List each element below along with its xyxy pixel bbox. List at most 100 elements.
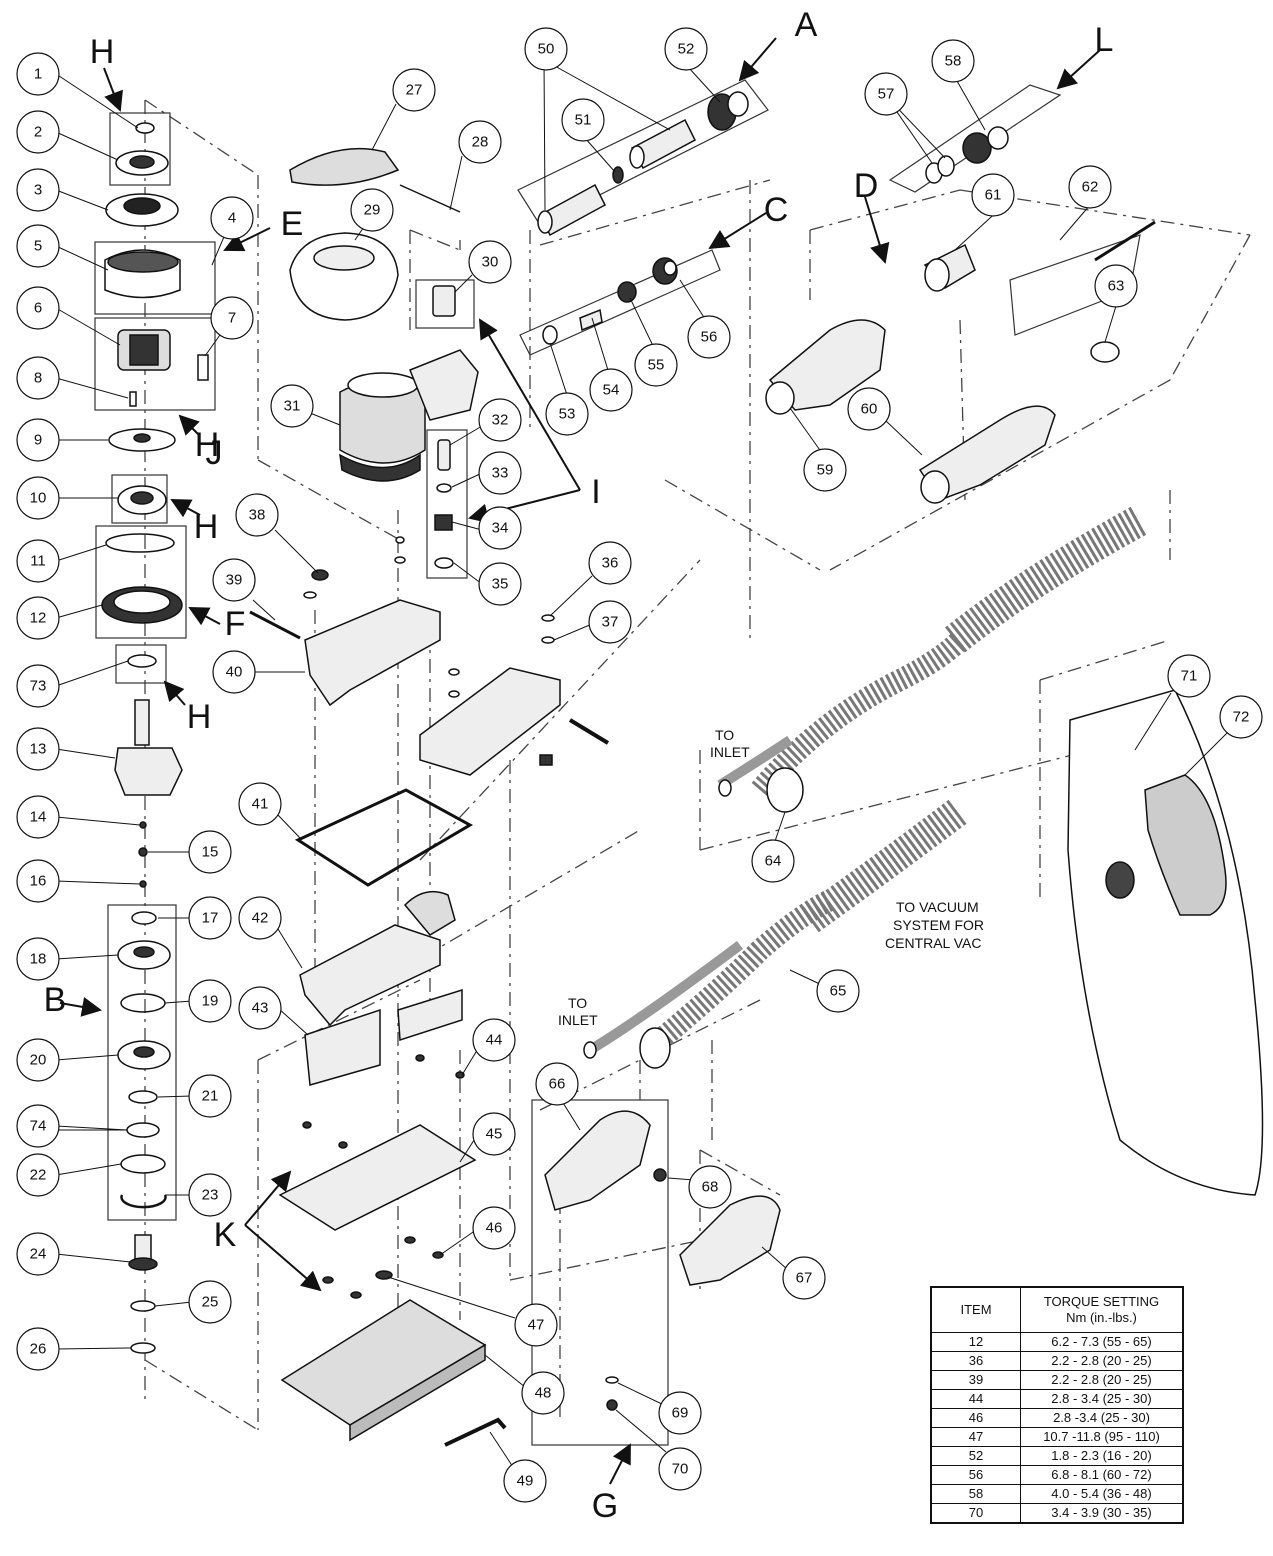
callout-circle [188, 979, 232, 1023]
callout-label: 4 [228, 210, 236, 227]
callout-circle [16, 1327, 60, 1371]
group-letter-h: H [187, 698, 212, 736]
cell-item: 56 [930, 1465, 1021, 1485]
callout-circle [16, 937, 60, 981]
callout-label: 64 [765, 853, 782, 870]
callout-circle [16, 476, 60, 520]
cell-item: 58 [930, 1484, 1021, 1504]
callout-label: 36 [602, 555, 619, 572]
callout-49: 49 [503, 1459, 547, 1503]
callout-circle [16, 356, 60, 400]
callout-circle [16, 727, 60, 771]
callout-70: 70 [658, 1447, 702, 1491]
cell-torque: 2.8 - 3.4 (25 - 30) [1020, 1389, 1184, 1409]
callout-label: 38 [249, 507, 266, 524]
callout-74: 74 [16, 1104, 60, 1148]
callout-60: 60 [847, 387, 891, 431]
callout-circle [751, 839, 795, 883]
callout-label: 44 [486, 1032, 503, 1049]
callout-circle [688, 1165, 732, 1209]
callout-45: 45 [472, 1112, 516, 1156]
callout-label: 26 [30, 1341, 47, 1358]
callout-circle [634, 343, 678, 387]
callout-24: 24 [16, 1232, 60, 1276]
callout-circle [210, 196, 254, 240]
callout-12: 12 [16, 596, 60, 640]
callout-26: 26 [16, 1327, 60, 1371]
callout-21: 21 [188, 1074, 232, 1118]
callout-label: 41 [252, 796, 269, 813]
callout-71: 71 [1167, 654, 1211, 698]
callout-2: 2 [16, 110, 60, 154]
callout-label: 14 [30, 809, 47, 826]
callout-label: 24 [30, 1246, 47, 1263]
callout-circle [188, 830, 232, 874]
callout-label: 5 [34, 238, 42, 255]
callout-label: 50 [538, 41, 555, 58]
header-item: ITEM [930, 1286, 1021, 1333]
callout-label: 48 [535, 1385, 552, 1402]
callout-label: 58 [945, 53, 962, 70]
callout-6: 6 [16, 286, 60, 330]
note-to-inlet-lower: TO INLET [558, 995, 598, 1028]
callout-circle [658, 1391, 702, 1435]
callout-circle [524, 27, 568, 71]
cell-item: 52 [930, 1446, 1021, 1466]
group-letter-h: H [194, 508, 219, 546]
callout-66: 66 [535, 1062, 579, 1106]
callout-circle [188, 1173, 232, 1217]
callout-label: 33 [492, 465, 509, 482]
callout-33: 33 [478, 451, 522, 495]
callout-circle [561, 98, 605, 142]
callout-circle [16, 859, 60, 903]
callout-circle [210, 296, 254, 340]
callout-circle [664, 27, 708, 71]
callout-label: 53 [559, 406, 576, 423]
callout-57: 57 [864, 72, 908, 116]
cell-torque: 2.2 - 2.8 (20 - 25) [1020, 1351, 1184, 1371]
callout-label: 13 [30, 741, 47, 758]
callout-circle [16, 596, 60, 640]
callout-label: 43 [252, 1000, 269, 1017]
callout-label: 31 [284, 398, 301, 415]
callout-56: 56 [687, 315, 731, 359]
group-letter-a: A [795, 6, 818, 44]
cell-item: 12 [930, 1332, 1021, 1352]
callout-label: 8 [34, 370, 42, 387]
callout-label: 16 [30, 873, 47, 890]
callout-63: 63 [1094, 264, 1138, 308]
callout-59: 59 [803, 448, 847, 492]
callout-circle [16, 418, 60, 462]
callout-label: 69 [672, 1405, 689, 1422]
callout-42: 42 [238, 896, 282, 940]
header-torque-line1: TORQUE SETTING [1043, 1294, 1160, 1309]
header-torque: TORQUE SETTING Nm (in.-lbs.) [1020, 1286, 1184, 1333]
callout-31: 31 [270, 384, 314, 428]
note-line: SYSTEM FOR [893, 917, 984, 933]
callout-circle [816, 969, 860, 1013]
group-letter-h: H [195, 426, 220, 464]
callout-label: 60 [861, 401, 878, 418]
callout-20: 20 [16, 1038, 60, 1082]
callout-circle [16, 664, 60, 708]
callout-label: 55 [648, 357, 665, 374]
note-line: TO [568, 995, 587, 1011]
callout-3: 3 [16, 168, 60, 212]
callout-circle [235, 493, 279, 537]
cell-torque: 1.8 - 2.3 (16 - 20) [1020, 1446, 1184, 1466]
callout-58: 58 [931, 39, 975, 83]
callout-label: 71 [1181, 668, 1198, 685]
callout-circle [514, 1303, 558, 1347]
callout-circle [803, 448, 847, 492]
callout-64: 64 [751, 839, 795, 883]
callout-label: 61 [985, 187, 1002, 204]
callout-label: 65 [830, 983, 847, 1000]
group-letter-j: J [206, 434, 223, 472]
callout-circle [212, 650, 256, 694]
callout-circle [1167, 654, 1211, 698]
